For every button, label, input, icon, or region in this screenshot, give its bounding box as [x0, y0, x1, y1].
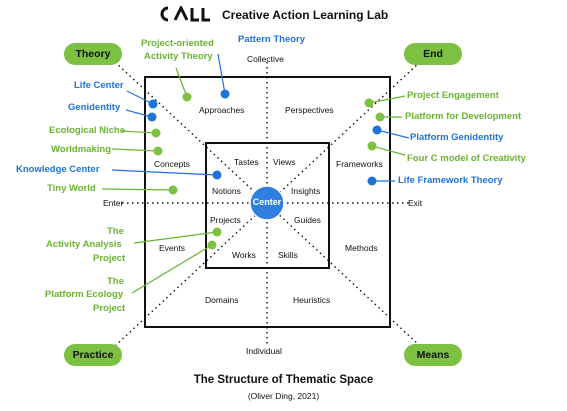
axis-collective: Collective: [247, 54, 284, 64]
outer-domains: Domains: [205, 295, 239, 305]
diagram-title: The Structure of Thematic Space: [193, 374, 374, 386]
inner-guides: Guides: [294, 215, 321, 225]
corner-practice: Practice: [64, 344, 122, 366]
annotation-platform-ecology-line2: Platform Ecology: [45, 289, 124, 300]
annotation-genidentity: Genidentity: [68, 102, 121, 113]
annotation-tiny-world: Tiny World: [47, 183, 96, 194]
inner-tastes: Tastes: [234, 157, 259, 167]
outer-perspectives: Perspectives: [285, 105, 334, 115]
axis-exit: Exit: [408, 198, 423, 208]
annotation-activity-analysis-line3: Project: [93, 253, 126, 264]
annotation-activity-analysis-line2: Activity Analysis: [46, 239, 122, 250]
annotation-project-oriented-line1: Project-oriented: [141, 38, 214, 49]
annotation-platform-ecology-line3: Project: [93, 303, 126, 314]
annotation-platform-ecology-line1: The: [107, 276, 124, 287]
brand-name: Creative Action Learning Lab: [222, 8, 389, 22]
annotation-pattern-theory: Pattern Theory: [238, 34, 306, 45]
annotation-ecological-niche: Ecological Niche: [49, 125, 126, 136]
annotation-four-c-model: Four C model of Creativity: [407, 153, 526, 164]
axis-individual: Individual: [246, 346, 282, 356]
inner-insights: Insights: [291, 186, 321, 196]
call-logo-icon: [160, 6, 210, 22]
inner-projects: Projects: [210, 215, 241, 225]
annotation-project-oriented-line2: Activity Theory: [144, 51, 213, 62]
annotation-project-engagement: Project Engagement: [407, 90, 499, 101]
outer-methods: Methods: [345, 243, 378, 253]
outer-concepts: Concepts: [154, 159, 190, 169]
corner-means: Means: [404, 344, 462, 366]
inner-works: Works: [232, 250, 256, 260]
annotation-platform-genidentity: Platform Genidentity: [410, 132, 504, 143]
outer-heuristics: Heuristics: [293, 295, 331, 305]
outer-frameworks: Frameworks: [336, 159, 383, 169]
outer-events: Events: [159, 243, 185, 253]
inner-views: Views: [273, 157, 296, 167]
inner-skills: Skills: [278, 250, 298, 260]
corner-end: End: [404, 43, 462, 65]
annotation-life-framework-theory: Life Framework Theory: [398, 175, 503, 186]
annotation-activity-analysis-line1: The: [107, 226, 124, 237]
diagram-subtitle: (Oliver Ding, 2021): [247, 391, 320, 401]
axis-enter: Enter: [103, 198, 124, 208]
center-label: Center: [252, 197, 282, 207]
outer-approaches: Approaches: [199, 105, 245, 115]
annotation-worldmaking: Worldmaking: [51, 144, 111, 155]
annotation-platform-for-development: Platform for Development: [405, 111, 522, 122]
annotation-life-center: Life Center: [74, 80, 124, 91]
inner-notions: Notions: [212, 186, 241, 196]
corner-theory: Theory: [64, 43, 122, 65]
annotation-knowledge-center: Knowledge Center: [16, 164, 100, 175]
